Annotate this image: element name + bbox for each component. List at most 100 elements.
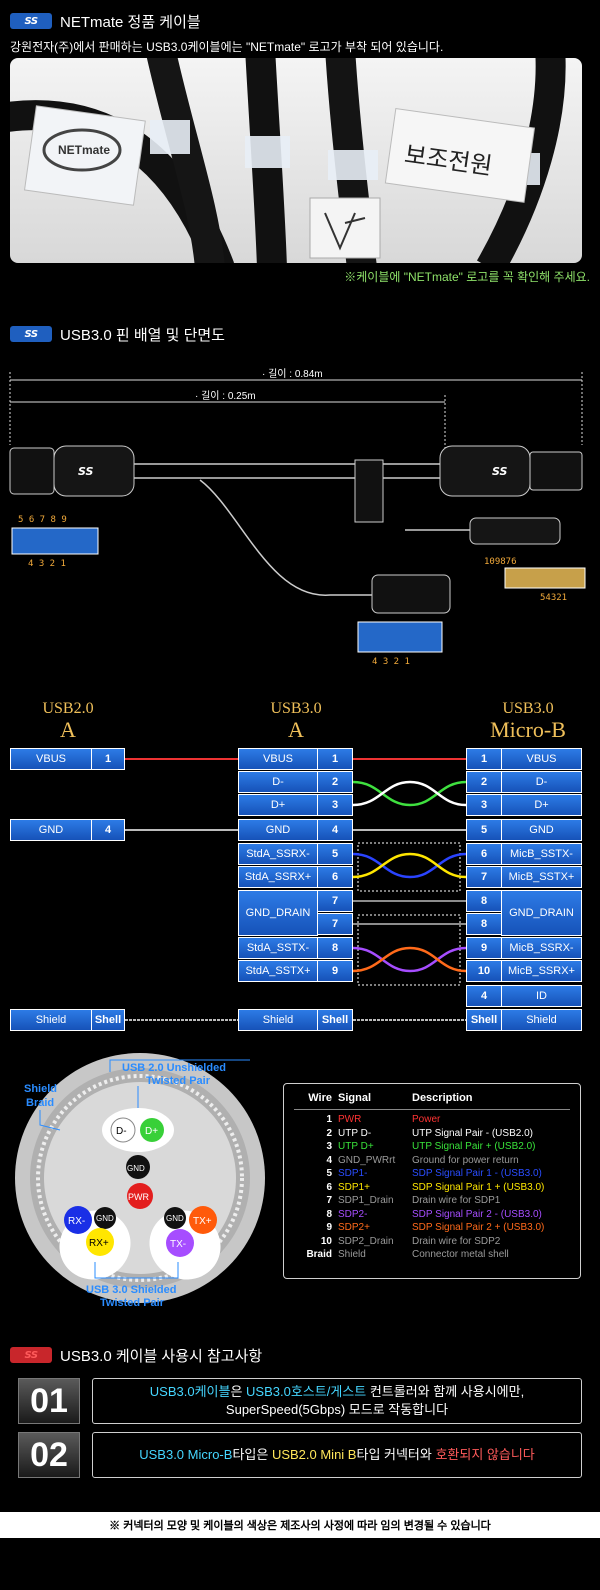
section-title-text: NETmate 정품 케이블 (60, 13, 201, 31)
legend-row: Braid Shield Connector metal shell (294, 1248, 570, 1262)
wire-label-txplus: TX+ (193, 1216, 212, 1227)
wire-label-dplus: D+ (145, 1126, 158, 1137)
microb-name-dminus: D- (501, 771, 582, 793)
note-box-02: USB3.0 Micro-B타입은 USB2.0 Mini B타입 커넥터와 호… (92, 1432, 582, 1478)
legend-wire-number: 9 (326, 1222, 332, 1233)
wire-dplus (352, 780, 467, 807)
microb-name-sstx-plus: MicB_SSTX+ (501, 866, 582, 888)
legend-description: Drain wire for SDP2 (412, 1235, 501, 1247)
label-braid-2: Braid (26, 1097, 54, 1109)
legend-header-description: Description (412, 1092, 473, 1104)
wire-gnd-right-dot (164, 1207, 186, 1229)
section-title-text: USB3.0 핀 배열 및 단면도 (60, 326, 225, 344)
usb2-pin-face (357, 621, 443, 653)
note1-text-b: 컨트롤러와 함께 사용시에만, (366, 1384, 525, 1399)
section-title-notes: SS USB3.0 케이블 사용시 참고사항 (10, 1344, 262, 1366)
micro-b-ss-logo: SS (492, 465, 508, 478)
usb3a-name-shield: Shield (238, 1009, 318, 1031)
legend-signal: SDP2- (338, 1208, 368, 1220)
wire-label-txminus: TX- (170, 1239, 186, 1250)
legend-description: SDP Signal Pair 2 + (USB3.0) (412, 1222, 545, 1233)
wire-txminus-dot (166, 1229, 194, 1257)
microb-name-vbus: VBUS (501, 748, 582, 770)
usb2a-pin-shell: Shell (91, 1009, 125, 1031)
usb3a-pin-4: 4 (317, 819, 353, 841)
note2-text-b: 타입 커넥터와 (356, 1447, 436, 1462)
photo-note: ※케이블에 "NETmate" 로고를 꼭 확인해 주세요. (344, 270, 590, 284)
legend-wire-number: 7 (326, 1195, 332, 1206)
legend-wire-number: 8 (326, 1208, 332, 1220)
section-title-text: USB3.0 케이블 사용시 참고사항 (60, 1347, 263, 1365)
usb-a-housing (53, 445, 135, 497)
usb3a-pin-6: 6 (317, 866, 353, 888)
usb3a-pin-2: 2 (317, 771, 353, 793)
wire-label-rxplus: RX+ (89, 1238, 109, 1249)
wire-gnd-top-dot (126, 1155, 150, 1179)
legend-description: Ground for power return (412, 1154, 519, 1166)
wire-label-gnd-left: GND (96, 1214, 114, 1223)
microb-name-id: ID (501, 985, 582, 1007)
legend-wire-number: 1 (326, 1114, 332, 1125)
wire-label-pwr: PWR (128, 1192, 149, 1202)
wire-dminus-dot (110, 1117, 136, 1143)
usb-a-top-pins: 5 6 7 8 9 (18, 515, 67, 525)
superspeed-logo-icon: SS (10, 326, 52, 342)
wire-sstx-minus (352, 946, 467, 973)
wire-rxplus-dot (86, 1228, 114, 1256)
legend-description: SDP Signal Pair 1 + (USB3.0) (412, 1181, 545, 1193)
legend-description: Connector metal shell (412, 1249, 509, 1260)
wire-sstx-plus (352, 946, 467, 973)
wire-ssrx-plus (352, 852, 467, 879)
usb3a-pin-5: 5 (317, 843, 353, 865)
legend-wire-number: 2 (326, 1127, 332, 1139)
micro-b-top-pins: 109876 (484, 557, 517, 567)
legend-wire-number: Braid (306, 1249, 332, 1260)
legend-signal: UTP D- (338, 1127, 372, 1139)
note1-text-a: 은 (230, 1384, 247, 1399)
wire-rxminus-dot (64, 1206, 92, 1234)
pin-wiring (125, 758, 467, 1021)
note2-highlight-microb: USB3.0 Micro-B (139, 1447, 233, 1462)
micro-b-pin-face (504, 567, 586, 589)
legend-description: Drain wire for SDP1 (412, 1195, 501, 1206)
usb3a-pin-3: 3 (317, 794, 353, 816)
usb3a-name-sstx-plus: StdA_SSTX+ (238, 960, 318, 982)
shield-braid (36, 1074, 244, 1282)
microb-name-ssrx-plus: MicB_SSRX+ (501, 960, 582, 982)
usb-a-plug (9, 447, 55, 495)
usb3a-pin-1: 1 (317, 748, 353, 770)
netmate-notice: 강원전자(주)에서 판매하는 USB3.0케이블에는 "NETmate" 로고가… (10, 40, 444, 54)
legend-signal: PWR (338, 1114, 362, 1125)
usb3a-pin-8: 8 (317, 937, 353, 959)
legend-signal: Shield (338, 1249, 366, 1260)
wire-label-dminus: D- (116, 1126, 127, 1137)
microb-name-shield: Shield (501, 1009, 582, 1031)
legend-wire-number: 3 (326, 1141, 332, 1152)
micro-b-plug (529, 451, 583, 491)
usb-a-pin-face (11, 527, 99, 555)
legend-wire-number: 5 (326, 1168, 332, 1179)
note2-highlight-incompatible: 호환되지 않습니다 (435, 1447, 535, 1462)
legend-wire-number: 10 (320, 1235, 332, 1247)
note1-highlight-cable: USB3.0케이블 (149, 1384, 231, 1399)
note2-highlight-minib: USB2.0 Mini B (271, 1447, 357, 1462)
microb-name-dplus: D+ (501, 794, 582, 816)
usb3a-name-ssrx-minus: StdA_SSRX- (238, 843, 318, 865)
note-number-02: 02 (18, 1432, 80, 1478)
cable-cross-section: D- D+ GND PWR RX- GND RX+ GND TX+ TX- US… (15, 1053, 265, 1309)
usb3a-name-gnd: GND (238, 819, 318, 841)
photo-netmate-logo: NETmate (58, 143, 110, 157)
legend-signal: SDP1- (338, 1168, 368, 1179)
usb3a-name-sstx-minus: StdA_SSTX- (238, 937, 318, 959)
